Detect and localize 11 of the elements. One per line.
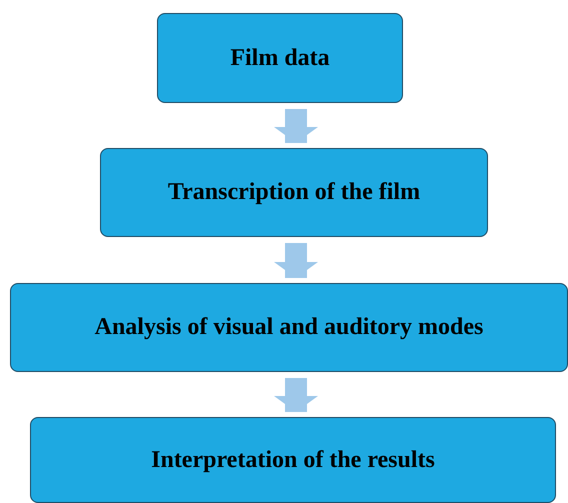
arrow [274,109,318,143]
process-box [10,283,568,372]
process-box [30,417,556,503]
arrow [274,243,318,278]
box-label: Film data [230,44,330,72]
box-label: Analysis of visual and auditory modes [94,314,484,341]
arrow [274,378,318,412]
process-box [157,13,403,103]
box-label: Interpretation of the results [151,446,435,474]
process-box [100,148,488,237]
box-label: Transcription of the film [168,179,420,206]
